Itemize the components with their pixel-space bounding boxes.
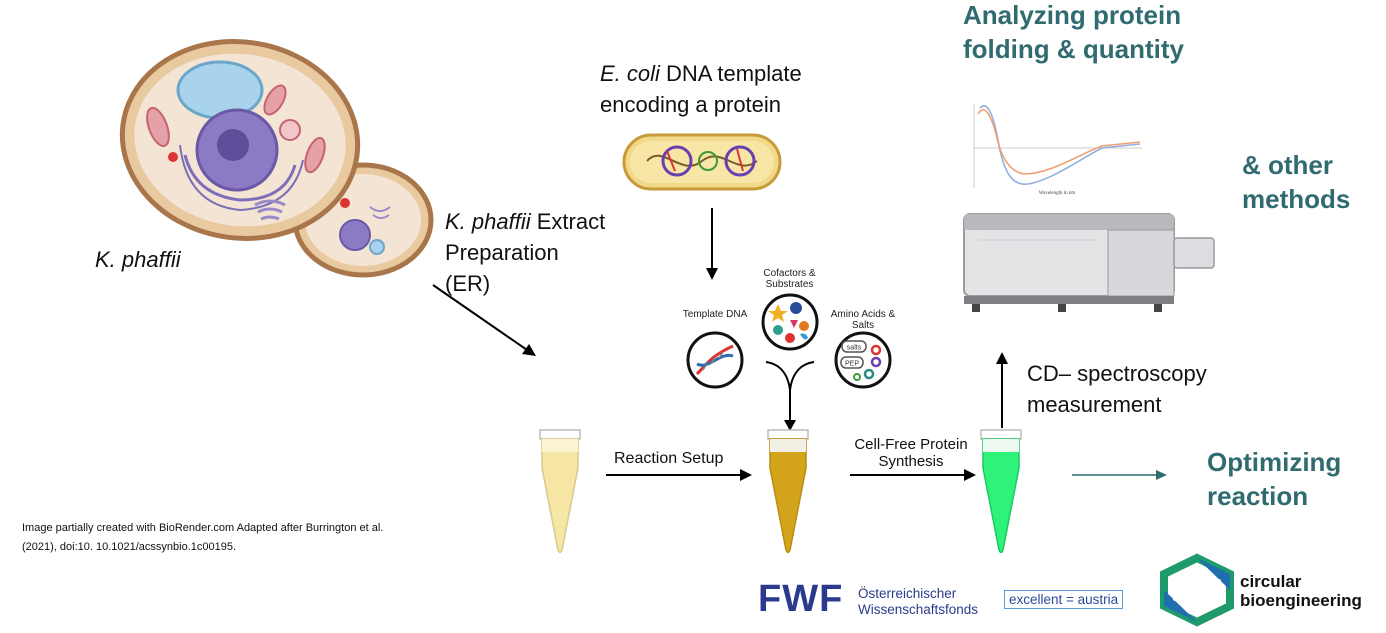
salts-text: salts xyxy=(847,345,862,352)
fwf-name: Österreichischer Wissenschaftsfonds xyxy=(858,586,978,618)
optimizing-line2: reaction xyxy=(1207,481,1309,511)
template-dna-label: Template DNA xyxy=(682,309,748,320)
yeast-cell-illustration xyxy=(119,39,434,278)
optimizing-label: Optimizing reaction xyxy=(1207,445,1341,513)
cb-line2: bioengineering xyxy=(1240,591,1362,610)
extract-arrow xyxy=(432,284,536,356)
fwf-logo: FWF xyxy=(758,578,844,620)
cd-line2: measurement xyxy=(1027,392,1162,417)
image-credit: Image partially created with BioRender.c… xyxy=(22,519,383,557)
extract-word: Extract xyxy=(530,209,606,234)
pep-text: PEP xyxy=(845,361,859,368)
analyzing-heading: Analyzing protein folding & quantity xyxy=(963,0,1184,66)
cofactors-icon xyxy=(761,293,819,351)
cd-up-arrow xyxy=(996,352,1008,428)
cd-spectrometer xyxy=(963,213,1215,312)
amino-acids-label: Amino Acids & Salts xyxy=(830,309,896,331)
product-tube xyxy=(980,429,1022,554)
ecoli-dna-template: DNA template xyxy=(659,61,802,86)
other-line1: & other xyxy=(1242,150,1333,180)
credit-line2: (2021), doi:10. 10.1021/acssynbio.1c0019… xyxy=(22,541,237,553)
reaction-setup-label: Reaction Setup xyxy=(614,450,724,467)
cofactors-label: Cofactors & Substrates xyxy=(763,268,816,290)
excellent-austria-badge: excellent = austria xyxy=(1004,590,1124,609)
circular-bioengineering-text: circular bioengineering xyxy=(1240,572,1362,610)
cfps-line2: Synthesis xyxy=(878,453,944,470)
plot-xlabel: Wavelength in nm xyxy=(1039,191,1076,196)
cb-line1: circular xyxy=(1240,572,1302,591)
ecoli-illustration xyxy=(622,133,782,191)
reaction-tube xyxy=(767,429,809,554)
optimizing-arrow xyxy=(1072,470,1167,480)
template-dna-icon xyxy=(686,331,744,389)
ecoli-down-arrow xyxy=(706,208,718,280)
extract-prep-label: K. phaffii Extract Preparation (ER) xyxy=(445,206,605,299)
analyzing-line1: Analyzing protein xyxy=(963,0,1182,30)
cfps-line1: Cell-Free Protein xyxy=(854,436,968,453)
cd-label: CD– spectroscopy measurement xyxy=(1027,358,1207,420)
extract-tube xyxy=(539,429,581,554)
amino-acids-icon: salts PEP xyxy=(834,331,892,389)
extract-species: K. phaffii xyxy=(445,209,531,234)
optimizing-line1: Optimizing xyxy=(1207,447,1342,477)
extract-line2: Preparation xyxy=(445,240,559,265)
kphaffii-label: K. phaffii xyxy=(95,247,181,272)
reaction-setup-arrow xyxy=(606,469,752,481)
circular-bioengineering-logo-mark xyxy=(1160,553,1234,627)
ecoli-line2: encoding a protein xyxy=(600,92,782,117)
cd-line1: CD– spectroscopy xyxy=(1027,361,1207,386)
analyzing-line2: folding & quantity xyxy=(963,34,1184,64)
credit-line1: Image partially created with BioRender.c… xyxy=(22,522,384,534)
other-methods-label: & other methods xyxy=(1242,148,1350,216)
cd-spectrum-plot: Wavelength in nm xyxy=(973,104,1142,196)
fwf-name-line2: Wissenschaftsfonds xyxy=(858,602,979,617)
other-line2: methods xyxy=(1242,184,1351,214)
extract-line3: (ER) xyxy=(445,271,491,296)
cfps-label: Cell-Free Protein Synthesis xyxy=(848,436,974,470)
merge-arrow xyxy=(765,361,815,431)
ecoli-label: E. coli DNA template encoding a protein xyxy=(600,58,802,120)
fwf-name-line1: Österreichischer xyxy=(858,586,957,601)
cfps-arrow xyxy=(850,469,976,481)
ecoli-species: E. coli xyxy=(600,61,660,86)
